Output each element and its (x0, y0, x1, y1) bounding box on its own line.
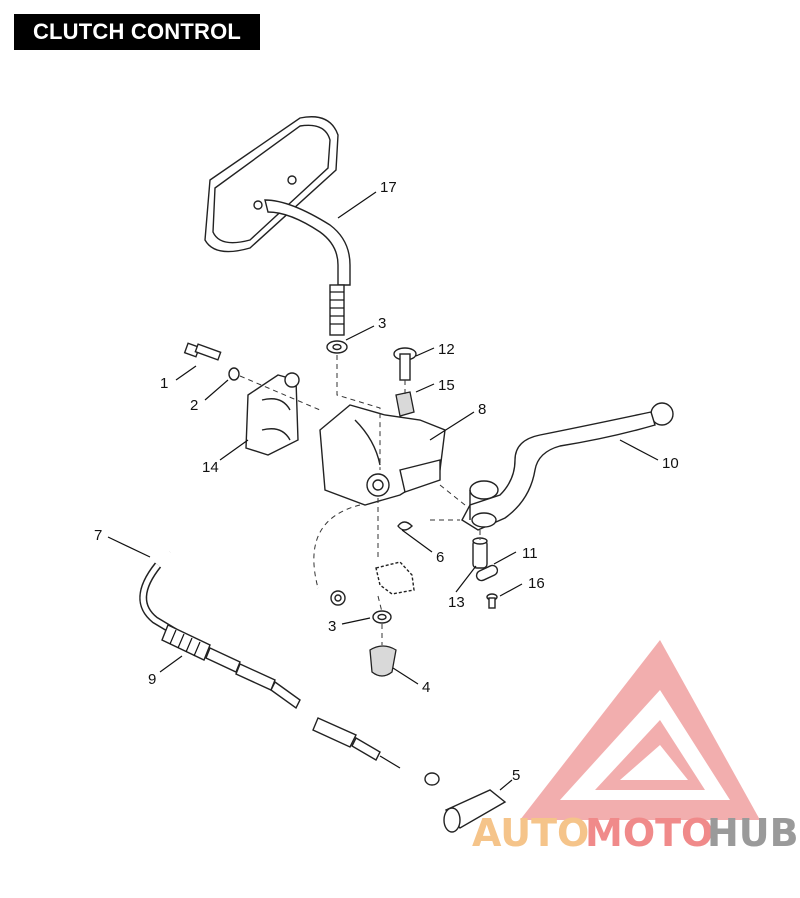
callout-4: 4 (422, 679, 430, 696)
callout-2: 2 (190, 397, 198, 414)
callout-8: 8 (478, 401, 486, 418)
part-9-cable (139, 562, 301, 710)
watermark-auto: AUTO (472, 811, 589, 855)
part-11-clip (475, 564, 499, 582)
part-15-bushing (395, 391, 415, 417)
callout-15: 15 (438, 377, 455, 394)
callout-7: 7 (94, 527, 102, 544)
part-3-upper-washer (326, 340, 348, 354)
part-6-ring (397, 521, 413, 531)
part-wire (169, 540, 346, 606)
part-2-washer (228, 367, 240, 381)
part-10-lever (461, 402, 674, 531)
callout-16: 16 (528, 575, 545, 592)
part-12-pin (393, 347, 417, 381)
callout-labels: 17 3 12 1 15 2 8 10 14 7 6 11 16 13 3 4 … (94, 179, 679, 784)
callout-3-lower: 3 (328, 618, 336, 635)
callout-6: 6 (436, 549, 444, 566)
part-16-screw (486, 593, 498, 609)
callout-5: 5 (512, 767, 520, 784)
watermark-logo (520, 640, 760, 820)
watermark-text: AUTO MOTO HUB (472, 811, 799, 855)
callout-12: 12 (438, 341, 455, 358)
watermark-hub: HUB (707, 811, 799, 855)
callout-11: 11 (522, 545, 538, 562)
part-cable-end (312, 717, 440, 786)
part-3-lower-washer (372, 610, 392, 624)
watermark-moto: MOTO (585, 811, 713, 855)
callout-1: 1 (160, 375, 168, 392)
part-4-nut (369, 645, 397, 677)
callout-10: 10 (662, 455, 679, 472)
part-14-clamp (245, 372, 300, 456)
assembly-lines (239, 355, 481, 645)
leader-lines (107, 191, 659, 791)
part-13-pin (472, 537, 488, 569)
callout-13: 13 (448, 594, 465, 611)
callout-3-upper: 3 (378, 315, 386, 332)
part-1-screw (183, 342, 222, 361)
part-switch (375, 561, 415, 595)
callout-17: 17 (380, 179, 397, 196)
callout-14: 14 (202, 459, 219, 476)
callout-9: 9 (148, 671, 156, 688)
page-title: CLUTCH CONTROL (14, 14, 260, 50)
part-8-bracket (319, 404, 446, 506)
part-17-mirror (204, 116, 351, 336)
part-5-adjuster (443, 789, 507, 833)
